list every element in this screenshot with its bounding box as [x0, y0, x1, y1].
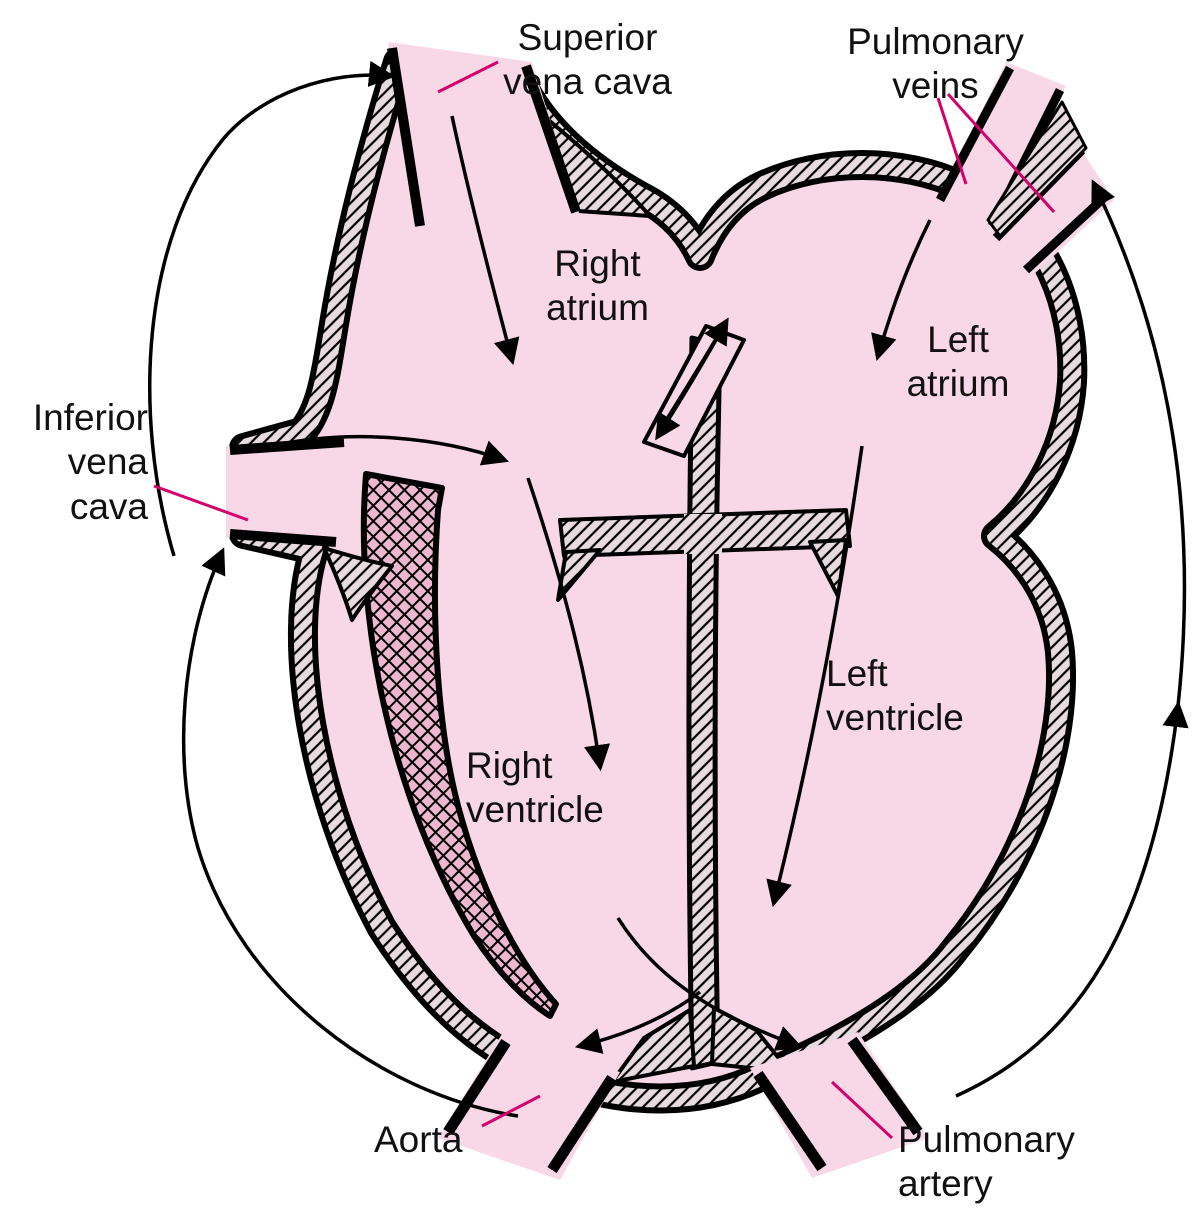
pulmonary-circulation-arc-lower — [955, 700, 1189, 1098]
pulmonary-vein-1-wall-left — [936, 65, 1014, 203]
label-inferior-vena-cava: Inferior vena cava — [32, 397, 148, 527]
right-ventricle-wall-crosshatch — [360, 471, 559, 1019]
leader-line-superior-vena-cava — [437, 60, 499, 94]
flow-arrow-left-ventricle-outflow — [574, 990, 702, 1054]
aorta-wall-right — [547, 1074, 617, 1174]
flow-arrow-septal-down — [655, 339, 718, 441]
leader-line-pulmonary-artery — [830, 1080, 894, 1140]
flow-arrow-svc-to-right-atrium — [450, 115, 520, 366]
septum-valve-junction — [684, 514, 722, 554]
pulmonary-artery-wall-left — [753, 1070, 827, 1172]
label-left-ventricle: Left ventricle — [826, 653, 964, 739]
label-right-atrium: Right atrium — [546, 243, 649, 329]
systemic-circulation-arc-lower — [181, 547, 519, 1118]
label-right-ventricle: Right ventricle — [466, 745, 604, 831]
interventricular-septum — [686, 335, 723, 1071]
flow-arrow-left-atrium-to-ventricle — [766, 445, 864, 908]
flow-arrow-right-atrium-to-ventricle — [526, 477, 611, 772]
ivc-wall-flap — [322, 546, 394, 622]
ivc-wall-bottom — [229, 529, 337, 547]
systemic-return-arc-upper — [148, 60, 396, 557]
pulmonary-artery-vessel — [750, 1032, 928, 1178]
label-pulmonary-artery: Pulmonary artery — [898, 1119, 1075, 1205]
pulmonary-vein-wall-wedge — [986, 100, 1088, 238]
svc-wall-left — [387, 47, 425, 227]
pulmonary-vein-vessel-1 — [934, 62, 1066, 232]
label-aorta: Aorta — [374, 1119, 463, 1160]
leader-line-aorta — [481, 1094, 541, 1128]
pulmonary-artery-wall-right — [847, 1036, 923, 1136]
leader-line-pulmonary-veins-1 — [936, 97, 968, 185]
ivc-wall-top — [229, 437, 345, 455]
pulmonary-circulation-arc-upper — [1091, 179, 1187, 707]
flow-arrow-veins-to-left-atrium — [871, 219, 932, 362]
flow-arrow-ivc-to-right-atrium — [271, 434, 509, 466]
flow-arrow-right-ventricle-outflow — [616, 917, 803, 1051]
label-pulmonary-veins: Pulmonary veins — [847, 21, 1024, 107]
leader-line-pulmonary-veins-2 — [946, 92, 1056, 214]
label-superior-vena-cava: Superior vena cava — [503, 17, 672, 103]
label-left-atrium: Left atrium — [906, 319, 1010, 405]
aorta-wall-left — [443, 1039, 511, 1135]
tricuspid-valve-flare — [556, 548, 602, 602]
inferior-vena-cava-vessel — [226, 438, 352, 546]
leader-line-inferior-vena-cava — [153, 484, 249, 522]
svc-wall-right — [521, 64, 581, 214]
